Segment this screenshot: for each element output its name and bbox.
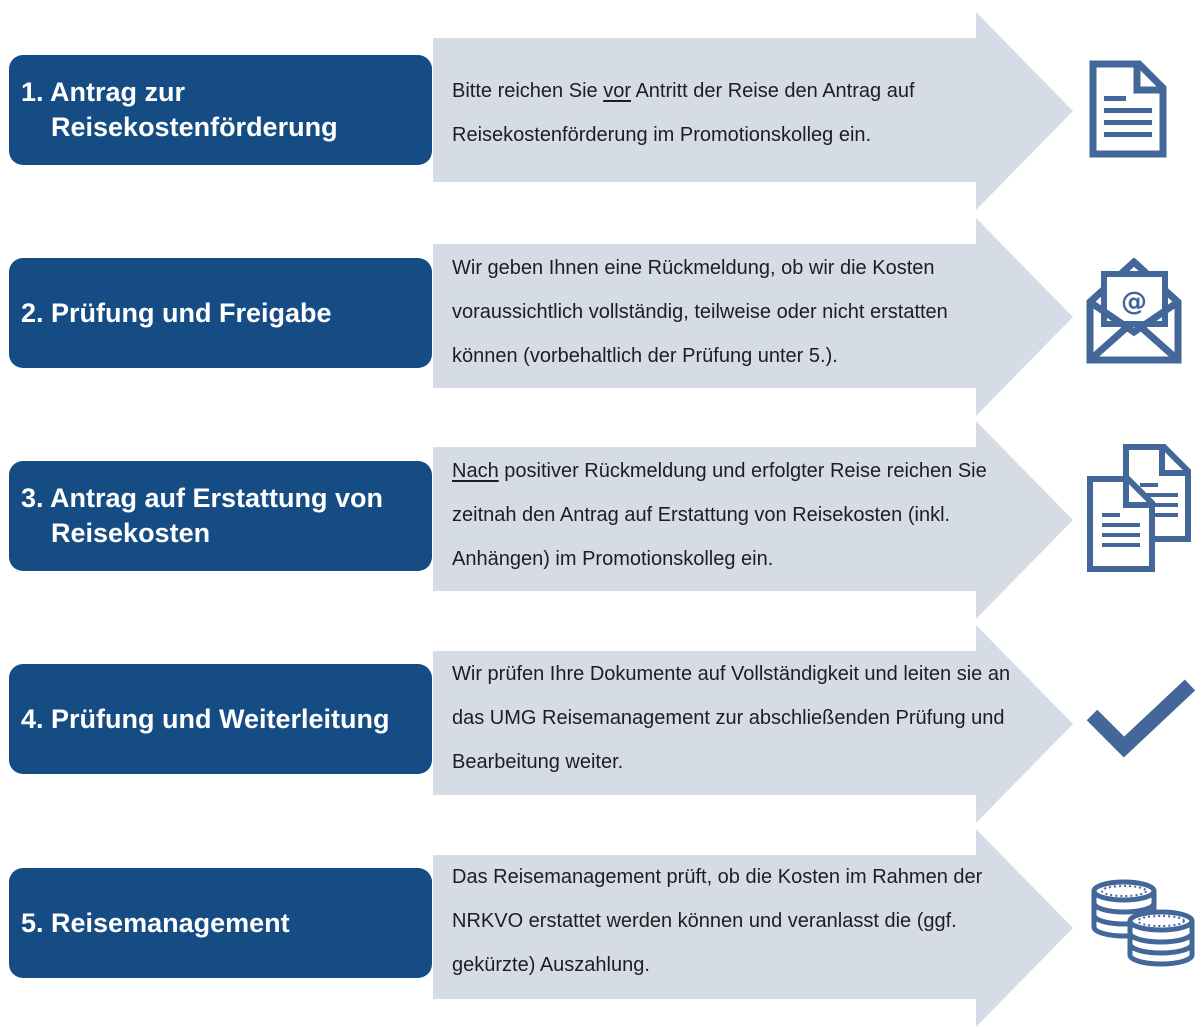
- emphasis-text: vor: [603, 80, 631, 102]
- step-label: 2. Prüfung und Freigabe: [9, 258, 432, 368]
- step-label: 1. Antrag zur Reisekostenförderung: [9, 55, 432, 165]
- step-label-line1: 1. Antrag zur: [21, 77, 186, 107]
- step-label-line2: Reisekosten: [51, 518, 211, 548]
- step-description: Nach positiver Rückmeldung und erfolgter…: [452, 460, 987, 570]
- step-description: Bitte reichen Sie vor Antritt der Reise …: [452, 80, 915, 146]
- step-arrow: [433, 218, 1073, 416]
- step-arrow: [433, 829, 1073, 1027]
- step-arrow: [433, 421, 1073, 619]
- step-4: 4. Prüfung und Weiterleitung Wir prüfen …: [0, 625, 1201, 825]
- step-5: 5. Reisemanagement Das Reisemanagement p…: [0, 829, 1201, 1029]
- step-label-line1: 5. Reisemanagement: [21, 907, 290, 938]
- step-arrow: [433, 12, 1073, 210]
- step-label: 4. Prüfung und Weiterleitung: [9, 664, 432, 774]
- step-label: 5. Reisemanagement: [9, 868, 432, 978]
- checkmark-icon: [1086, 679, 1196, 758]
- step-label: 3. Antrag auf Erstattung von Reisekosten: [9, 461, 432, 571]
- coins-icon: [1091, 879, 1195, 967]
- step-1: 1. Antrag zur Reisekostenförderung Bitte…: [0, 12, 1201, 212]
- step-description: Wir prüfen Ihre Dokumente auf Vollständi…: [452, 663, 1011, 773]
- step-label-line1: 2. Prüfung und Freigabe: [21, 297, 332, 328]
- step-arrow: [433, 625, 1073, 823]
- svg-text:@: @: [1121, 287, 1147, 317]
- documents-copy-icon: [1087, 444, 1191, 572]
- step-description: Das Reisemanagement prüft, ob die Kosten…: [452, 866, 983, 976]
- step-2: 2. Prüfung und Freigabe Wir geben Ihnen …: [0, 218, 1201, 418]
- email-envelope-icon: @: [1086, 258, 1182, 364]
- step-label-line1: 4. Prüfung und Weiterleitung: [21, 703, 390, 734]
- document-icon: [1089, 60, 1167, 158]
- step-label-line1: 3. Antrag auf Erstattung von: [21, 483, 384, 513]
- emphasis-text: Nach: [452, 460, 499, 482]
- step-description: Wir geben Ihnen eine Rückmeldung, ob wir…: [452, 257, 948, 367]
- step-3: 3. Antrag auf Erstattung von Reisekosten…: [0, 421, 1201, 621]
- step-label-line2: Reisekostenförderung: [51, 112, 338, 142]
